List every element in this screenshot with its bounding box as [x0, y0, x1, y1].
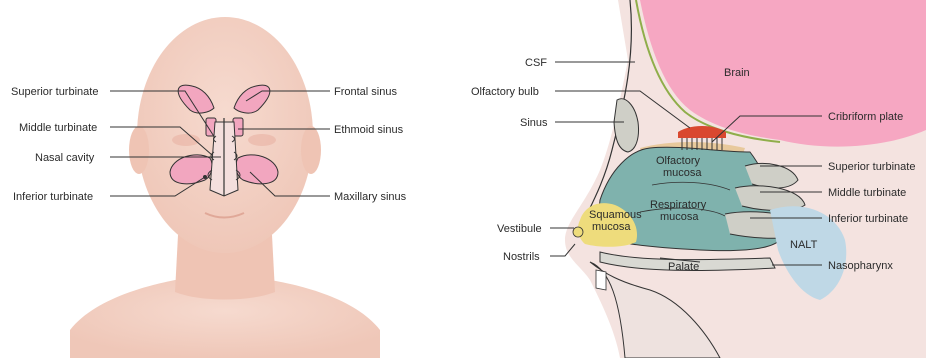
label-nasal-cavity: Nasal cavity	[35, 152, 95, 164]
label-respiratory-mucosa-1: Respiratory	[650, 199, 707, 211]
label-nasopharynx: Nasopharynx	[828, 260, 893, 272]
label-squamous-mucosa-2: mucosa	[592, 221, 631, 233]
label-brain: Brain	[724, 67, 750, 79]
label-olfactory-mucosa-1: Olfactory	[656, 155, 701, 167]
label-csf: CSF	[525, 57, 547, 69]
label-superior-turbinate-side: Superior turbinate	[828, 161, 915, 173]
label-squamous-mucosa-1: Squamous	[589, 209, 642, 221]
right-ear	[301, 126, 321, 174]
label-middle-turbinate-side: Middle turbinate	[828, 187, 906, 199]
label-olfactory-mucosa-2: mucosa	[663, 167, 702, 179]
label-nostrils: Nostrils	[503, 251, 540, 263]
label-frontal-sinus: Frontal sinus	[334, 86, 397, 98]
front-view: Superior turbinate Middle turbinate Nasa…	[11, 17, 407, 358]
left-ear	[129, 126, 149, 174]
label-olfactory-bulb: Olfactory bulb	[471, 86, 539, 98]
teeth	[596, 270, 606, 290]
vestibule-marker	[573, 227, 583, 237]
label-palate: Palate	[668, 261, 699, 273]
label-superior-turbinate: Superior turbinate	[11, 86, 98, 98]
label-cribriform-plate: Cribriform plate	[828, 111, 903, 123]
right-eye	[248, 134, 276, 146]
label-middle-turbinate: Middle turbinate	[19, 122, 97, 134]
label-ethmoid-sinus: Ethmoid sinus	[334, 124, 404, 136]
label-sinus: Sinus	[520, 117, 548, 129]
label-maxillary-sinus: Maxillary sinus	[334, 191, 407, 203]
label-vestibule: Vestibule	[497, 223, 542, 235]
label-inferior-turbinate-side: Inferior turbinate	[828, 213, 908, 225]
left-eye	[172, 134, 200, 146]
label-respiratory-mucosa-2: mucosa	[660, 211, 699, 223]
label-inferior-turbinate: Inferior turbinate	[13, 191, 93, 203]
label-nalt: NALT	[790, 239, 818, 251]
side-view: CSF Olfactory bulb Sinus Vestibule Nostr…	[471, 0, 926, 358]
